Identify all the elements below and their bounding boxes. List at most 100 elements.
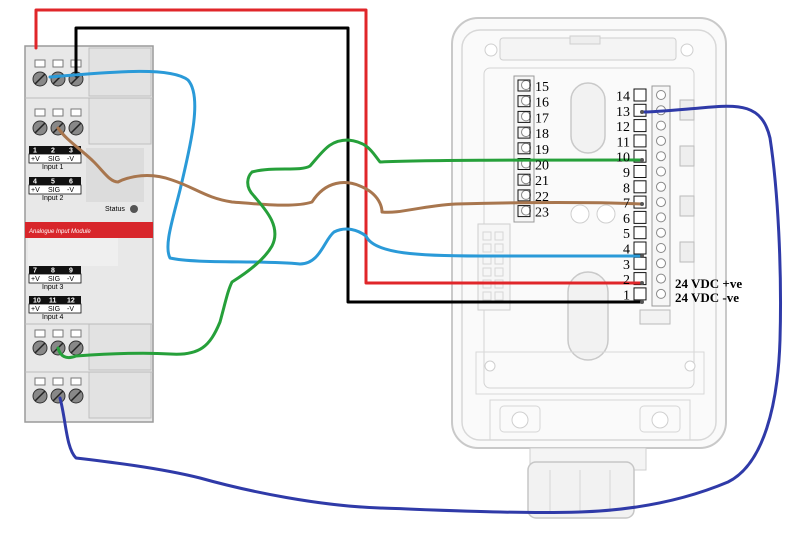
left-terminal-label: 18	[535, 127, 549, 142]
input-3-caption: Input 3	[42, 284, 64, 291]
input-label-block-3: 7 8 9 +V SIG -V Input 3	[28, 266, 82, 291]
wire-green	[56, 138, 642, 360]
left-terminal-screw	[521, 174, 531, 185]
input-2-num-1: 4	[33, 179, 37, 186]
terminal-row-bottom-2	[32, 377, 84, 404]
left-terminal-box	[517, 110, 531, 123]
right-terminal-screw	[656, 151, 666, 162]
right-terminal-label: 9	[623, 166, 630, 181]
right-terminal-screw	[656, 258, 666, 269]
supply-label-negative: 24 VDC -ve	[675, 290, 739, 305]
right-terminal-label: 11	[617, 135, 630, 150]
right-terminal-label: 12	[616, 120, 630, 135]
left-terminal-box	[517, 158, 531, 170]
header-pins	[482, 231, 504, 301]
right-terminal-screw	[656, 197, 666, 208]
input-2-pin-1: +V	[31, 187, 40, 194]
wire-black	[74, 26, 644, 304]
right-terminal-label: 13	[616, 105, 630, 120]
right-terminal-box	[633, 180, 647, 194]
right-terminal-screw	[656, 135, 666, 146]
left-terminal-box	[517, 173, 531, 186]
input-4-num-2: 11	[49, 298, 57, 305]
supply-label-positive: 24 VDC +ve	[675, 276, 742, 291]
status-led	[130, 205, 138, 213]
left-terminal-box	[517, 126, 531, 139]
status-label: Status	[105, 206, 125, 213]
input-4-num-3: 12	[67, 298, 75, 305]
right-terminal-box	[633, 241, 647, 255]
left-terminal-screw	[521, 95, 531, 106]
input-1-pin-3: -V	[67, 156, 74, 163]
input-1-num-1: 1	[33, 148, 37, 155]
left-terminal-label: 21	[535, 174, 549, 189]
left-terminal-label: 22	[535, 190, 549, 205]
right-terminal-box	[633, 119, 647, 133]
right-terminal-label: 5	[623, 227, 630, 242]
left-terminal-label: 15	[535, 80, 549, 95]
right-terminal-label: 3	[623, 258, 630, 273]
left-terminal-box	[517, 142, 531, 155]
left-terminal-box	[517, 95, 531, 108]
right-terminal-screw	[656, 90, 666, 100]
wire-terminations	[640, 110, 644, 304]
right-terminal-label: 6	[623, 212, 630, 227]
module-banner-label: Analogue Input Module	[28, 229, 91, 235]
input-1-num-3: 3	[69, 148, 73, 155]
right-terminal-screw	[656, 212, 666, 223]
right-terminal-screw	[656, 166, 666, 177]
left-terminal-label: 20	[535, 159, 549, 174]
right-terminal-label: 7	[623, 197, 630, 212]
right-terminal-screw	[656, 273, 666, 284]
terminal-row-bottom-1	[32, 329, 84, 356]
left-terminal-label: 19	[535, 143, 549, 158]
left-terminal-label: 16	[535, 96, 549, 111]
input-4-caption: Input 4	[42, 314, 64, 321]
right-terminal-box	[633, 287, 647, 301]
left-terminal-box	[517, 79, 531, 92]
input-4-pin-2: SIG	[48, 306, 60, 313]
right-terminal-label: 2	[623, 273, 630, 288]
left-terminal-screw	[521, 127, 531, 138]
wire-navy	[58, 104, 782, 515]
right-terminal-label: 4	[623, 243, 630, 258]
right-terminal-box	[633, 134, 647, 148]
left-terminal-screw	[521, 111, 531, 122]
input-1-num-2: 2	[51, 148, 55, 155]
wire-brown	[56, 126, 644, 214]
input-2-pin-3: -V	[67, 187, 74, 194]
right-terminal-label: 8	[623, 181, 630, 196]
right-terminal-label: 14	[616, 90, 630, 105]
wire-red	[34, 8, 644, 285]
input-2-pin-2: SIG	[48, 187, 60, 194]
right-terminal-screw	[656, 120, 666, 131]
module-banner: Analogue Input Module	[25, 222, 153, 238]
input-2-num-2: 5	[51, 179, 55, 186]
supply-labels: 24 VDC +ve 24 VDC -ve	[675, 276, 742, 305]
input-1-caption: Input 1	[42, 164, 64, 171]
right-terminal-box	[633, 256, 647, 270]
wire-blue	[48, 69, 644, 266]
left-terminal-screw	[521, 189, 531, 200]
analogue-input-module: Analogue Input Module Status	[24, 45, 154, 423]
controller-left-terminal-strip	[513, 75, 535, 223]
input-3-pin-2: SIG	[48, 276, 60, 283]
left-terminal-label: 23	[535, 206, 549, 221]
input-4-pin-3: -V	[67, 306, 74, 313]
left-terminal-screw	[521, 142, 531, 153]
right-terminal-box	[633, 103, 647, 117]
right-terminal-box	[633, 195, 647, 209]
controller-enclosure	[451, 17, 727, 519]
terminal-row-top-2	[32, 108, 84, 136]
right-terminal-box	[633, 210, 647, 224]
input-1-pin-1: +V	[31, 156, 40, 163]
right-terminal-screw	[656, 243, 666, 253]
input-3-pin-3: -V	[67, 276, 74, 283]
right-terminal-screw	[656, 288, 666, 299]
input-3-num-3: 9	[69, 268, 73, 275]
input-1-pin-2: SIG	[48, 156, 60, 163]
right-terminal-box	[633, 226, 647, 240]
